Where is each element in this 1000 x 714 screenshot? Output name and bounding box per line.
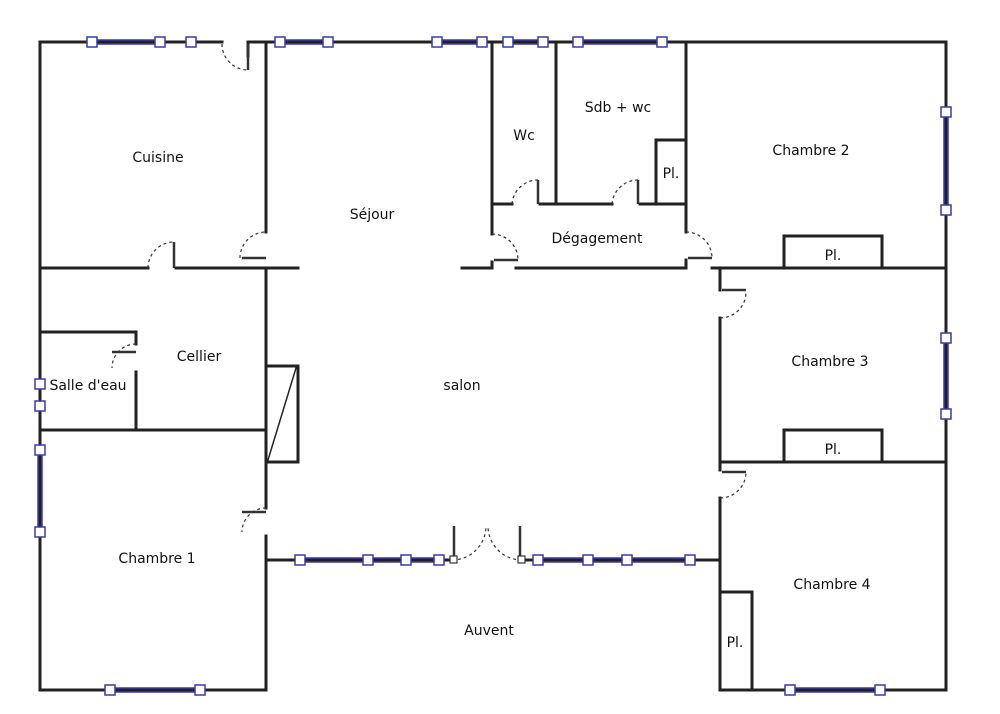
room-label-salle-d-eau: Salle d'eau xyxy=(49,378,127,394)
room-label-placard-ch4: Pl. xyxy=(726,635,744,651)
room-label-placard-ch2: Pl. xyxy=(824,248,842,264)
room-label-auvent: Auvent xyxy=(464,623,514,639)
room-label-salon: salon xyxy=(443,378,481,394)
room-label-chambre-3: Chambre 3 xyxy=(791,354,869,370)
room-label-degagement: Dégagement xyxy=(551,231,643,247)
room-label-cellier: Cellier xyxy=(176,349,222,365)
room-label-chambre-1: Chambre 1 xyxy=(118,551,196,567)
doors xyxy=(111,43,747,564)
room-label-chambre-2: Chambre 2 xyxy=(772,143,850,159)
room-label-sdb-wc: Sdb + wc xyxy=(584,100,652,116)
room-label-placard-ch3: Pl. xyxy=(824,442,842,458)
room-label-wc: Wc xyxy=(513,128,535,144)
room-label-sejour: Séjour xyxy=(349,207,395,223)
room-label-chambre-4: Chambre 4 xyxy=(793,577,871,593)
windows xyxy=(34,36,952,696)
walls xyxy=(38,40,948,692)
room-label-cuisine: Cuisine xyxy=(132,150,184,166)
room-label-placard-sdb: Pl. xyxy=(662,166,680,182)
